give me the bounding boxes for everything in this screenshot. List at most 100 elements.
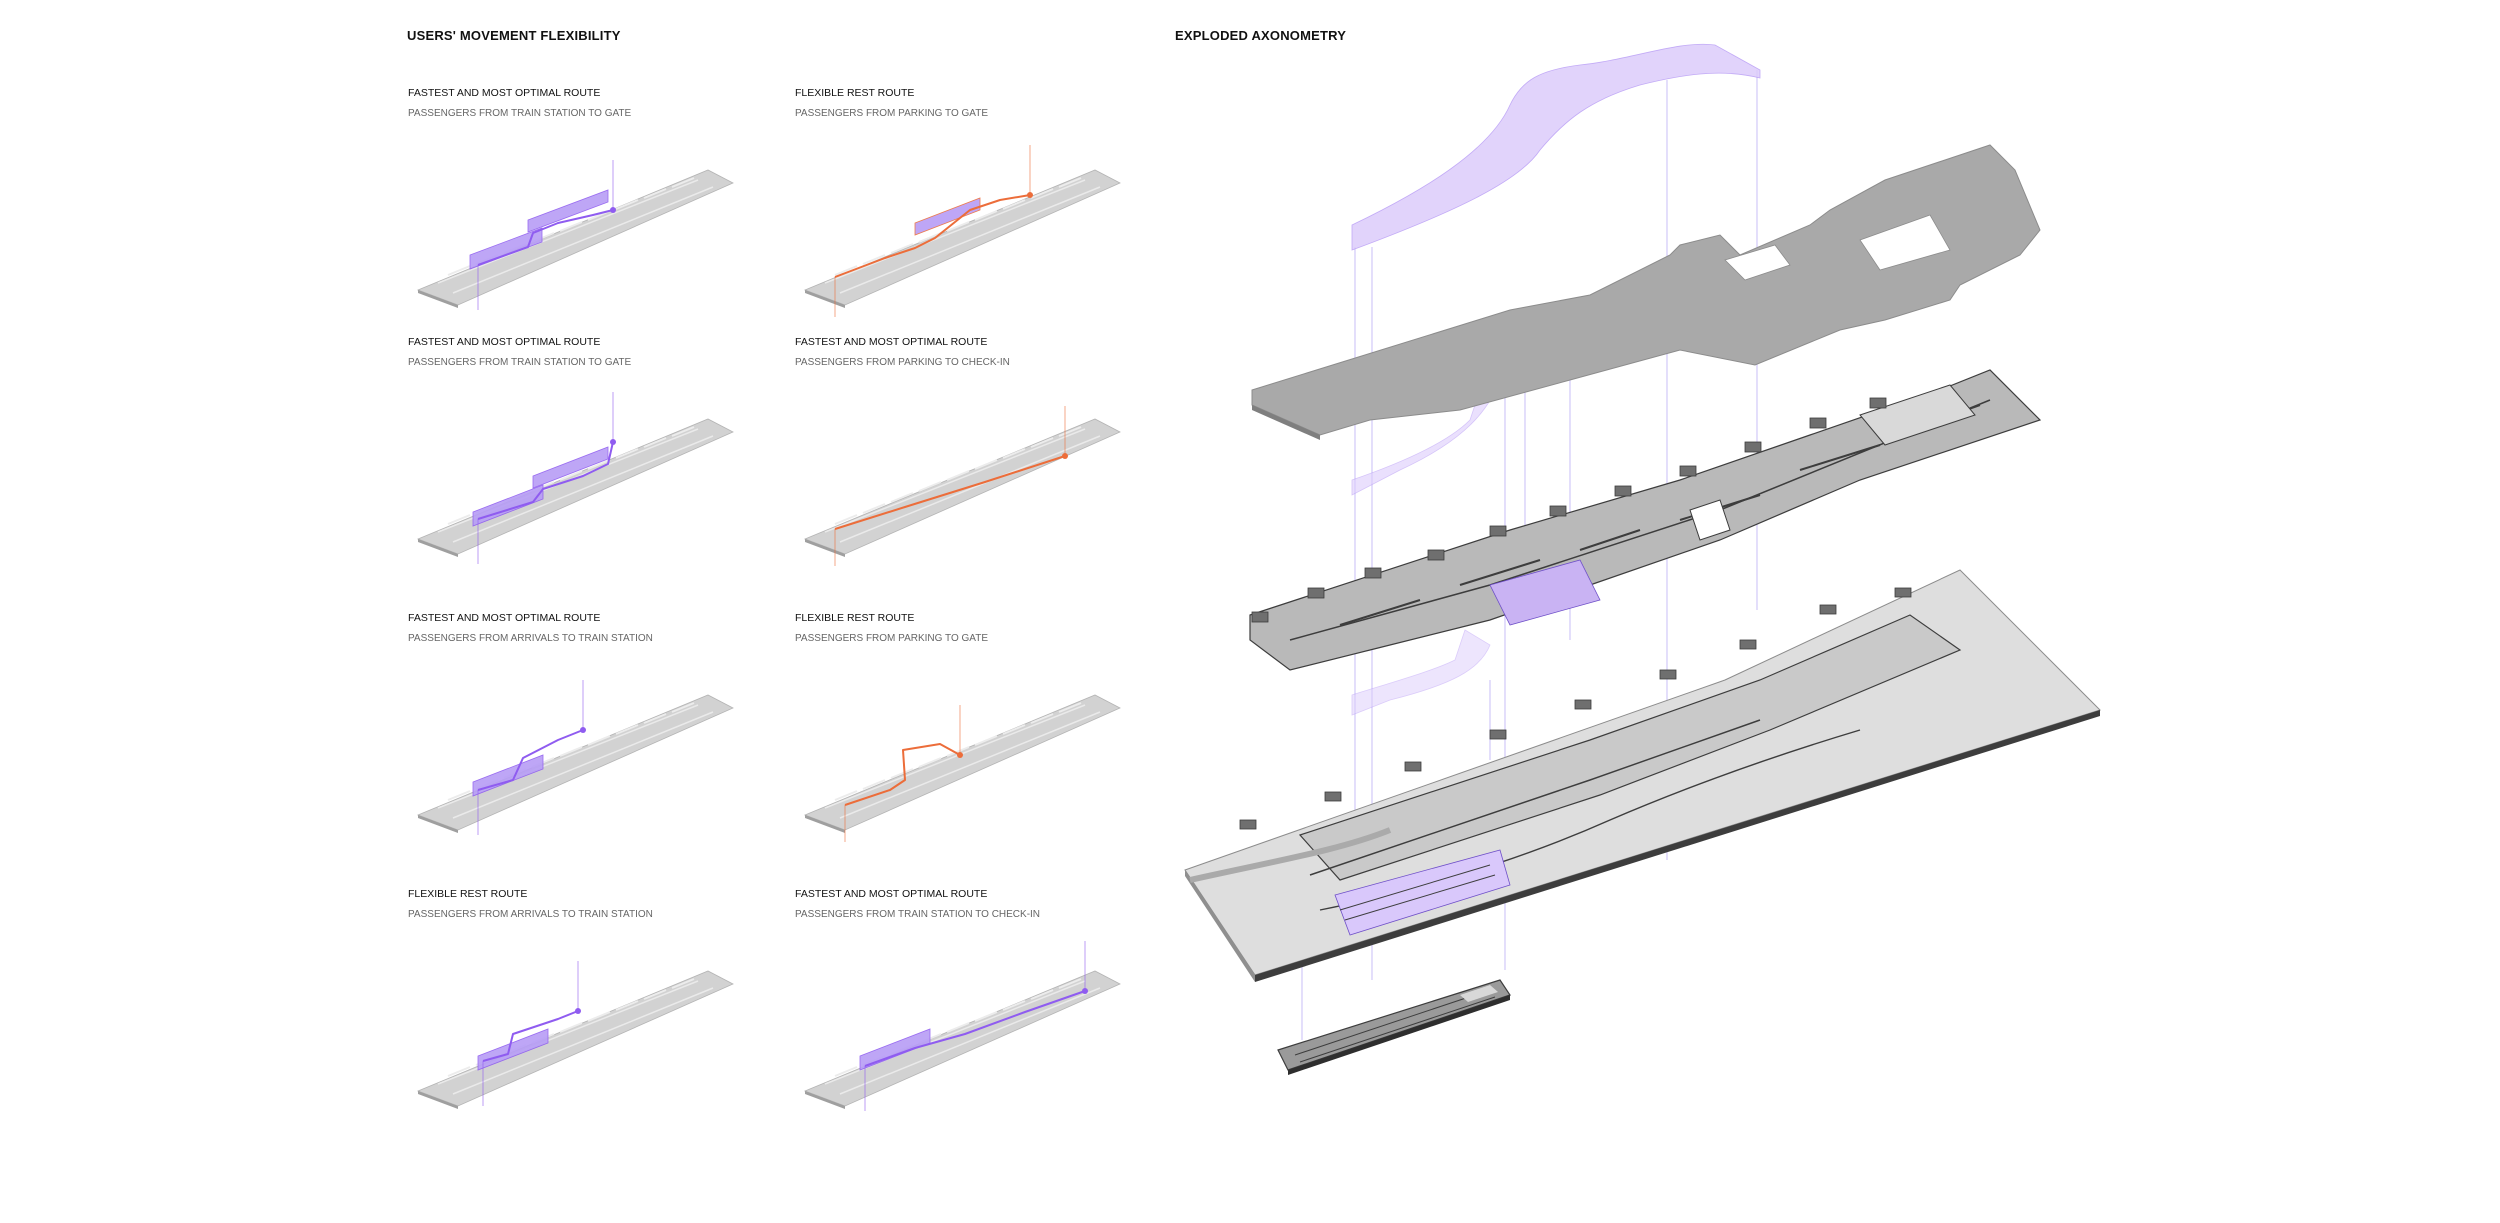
route-type-label: FASTEST AND MOST OPTIMAL ROUTE xyxy=(795,888,988,900)
plan-corridor-line xyxy=(839,711,1101,819)
plan-room-line xyxy=(587,459,611,470)
plan-slab xyxy=(803,970,1121,1107)
plan-room-line xyxy=(587,735,611,746)
isometric-plan xyxy=(416,160,734,310)
plan-room-line xyxy=(834,265,858,276)
route-endpoint xyxy=(1027,192,1033,198)
plan-room-line xyxy=(671,702,695,713)
route-zone xyxy=(469,227,543,270)
plan-slab xyxy=(803,418,1121,555)
ground-floor-layer xyxy=(1184,569,2101,982)
plan-room-line xyxy=(671,426,695,437)
plan-room-line xyxy=(974,459,998,470)
plan-room-line xyxy=(643,989,667,1000)
plan-room-line xyxy=(1030,188,1054,199)
plan-room-line xyxy=(1058,177,1082,188)
plan-room-line xyxy=(918,757,942,768)
route-endpoint xyxy=(580,727,586,733)
plan-room-line xyxy=(615,199,639,210)
plan-diagram xyxy=(803,694,1121,842)
route-description: PASSENGERS FROM PARKING TO GATE xyxy=(795,108,988,119)
upper-floor-layer xyxy=(1249,369,2042,671)
route-endpoint xyxy=(610,439,616,445)
plan-diagram xyxy=(803,941,1121,1111)
isometric-plan xyxy=(803,694,1121,842)
plan-room-line xyxy=(1002,199,1026,210)
route-path xyxy=(834,455,1066,530)
plan-slab-edge xyxy=(418,1091,458,1109)
plan-room-line xyxy=(615,724,639,735)
plan-corridor-line xyxy=(452,711,714,819)
route-zone xyxy=(914,197,981,236)
plan-room-line xyxy=(447,1066,471,1077)
route-panel-1: FASTEST AND MOST OPTIMAL ROUTE PASSENGER… xyxy=(408,87,768,337)
plan-room-line xyxy=(559,746,583,757)
plan-room-line xyxy=(643,713,667,724)
plan-corridor-line xyxy=(839,987,1101,1095)
plan-room-line xyxy=(1030,713,1054,724)
plan-diagram xyxy=(416,961,734,1109)
plan-room-line xyxy=(447,790,471,801)
isometric-plan xyxy=(803,145,1121,317)
route-panel-3: FASTEST AND MOST OPTIMAL ROUTE PASSENGER… xyxy=(408,336,768,586)
route-path xyxy=(834,194,1031,278)
plan-slab-edge xyxy=(805,815,845,833)
exploded-axonometry xyxy=(1184,43,2101,1075)
plan-room-line xyxy=(447,265,471,276)
plan-room-line xyxy=(559,1022,583,1033)
plan-room-line xyxy=(974,210,998,221)
plan-slab-edge xyxy=(805,1091,845,1109)
plan-corridor-line xyxy=(839,186,1101,294)
plan-room-line xyxy=(862,503,886,514)
plan-corridor-line xyxy=(824,704,1086,809)
plan-room-line xyxy=(447,514,471,525)
plan-room-line xyxy=(890,768,914,779)
route-description: PASSENGERS FROM PARKING TO CHECK-IN xyxy=(795,357,1010,368)
plan-slab xyxy=(803,169,1121,306)
plan-slab xyxy=(416,694,734,831)
plan-slab-edge xyxy=(418,290,458,308)
plan-room-line xyxy=(918,232,942,243)
plan-room-line xyxy=(974,735,998,746)
route-type-label: FASTEST AND MOST OPTIMAL ROUTE xyxy=(408,612,601,624)
route-zone xyxy=(477,1028,549,1071)
isometric-plan xyxy=(416,392,734,564)
plan-room-line xyxy=(643,188,667,199)
plan-room-line xyxy=(1002,724,1026,735)
isometric-plan xyxy=(416,680,734,835)
plan-room-line xyxy=(918,481,942,492)
plan-diagram xyxy=(416,160,734,310)
plan-corridor-line xyxy=(452,435,714,543)
route-zone xyxy=(527,189,609,233)
route-path xyxy=(477,729,584,791)
route-endpoint xyxy=(1082,988,1088,994)
plan-room-line xyxy=(862,779,886,790)
plan-room-line xyxy=(559,470,583,481)
plan-room-line xyxy=(1002,1000,1026,1011)
plan-room-line xyxy=(671,978,695,989)
section-title-axonometry: EXPLODED AXONOMETRY xyxy=(1175,28,1347,43)
plan-room-line xyxy=(1002,448,1026,459)
route-type-label: FLEXIBLE REST ROUTE xyxy=(795,612,915,624)
route-path xyxy=(477,209,614,266)
plan-diagram xyxy=(803,406,1121,566)
route-description: PASSENGERS FROM ARRIVALS TO TRAIN STATIO… xyxy=(408,909,653,920)
plan-corridor-line xyxy=(452,186,714,294)
plan-room-line xyxy=(1030,989,1054,1000)
plan-room-line xyxy=(862,254,886,265)
route-type-label: FASTEST AND MOST OPTIMAL ROUTE xyxy=(408,336,601,348)
plan-room-line xyxy=(671,177,695,188)
plan-room-line xyxy=(974,1011,998,1022)
route-endpoint xyxy=(957,752,963,758)
route-panel-5: FASTEST AND MOST OPTIMAL ROUTE PASSENGER… xyxy=(408,612,768,862)
route-endpoint xyxy=(610,207,616,213)
route-description: PASSENGERS FROM ARRIVALS TO TRAIN STATIO… xyxy=(408,633,653,644)
route-description: PASSENGERS FROM TRAIN STATION TO GATE xyxy=(408,357,632,368)
plan-corridor-line xyxy=(437,980,699,1085)
plan-room-line xyxy=(615,448,639,459)
plan-room-line xyxy=(946,470,970,481)
plan-slab-edge xyxy=(418,815,458,833)
route-description: PASSENGERS FROM PARKING TO GATE xyxy=(795,633,988,644)
plan-room-line xyxy=(559,221,583,232)
route-path xyxy=(482,1010,579,1062)
